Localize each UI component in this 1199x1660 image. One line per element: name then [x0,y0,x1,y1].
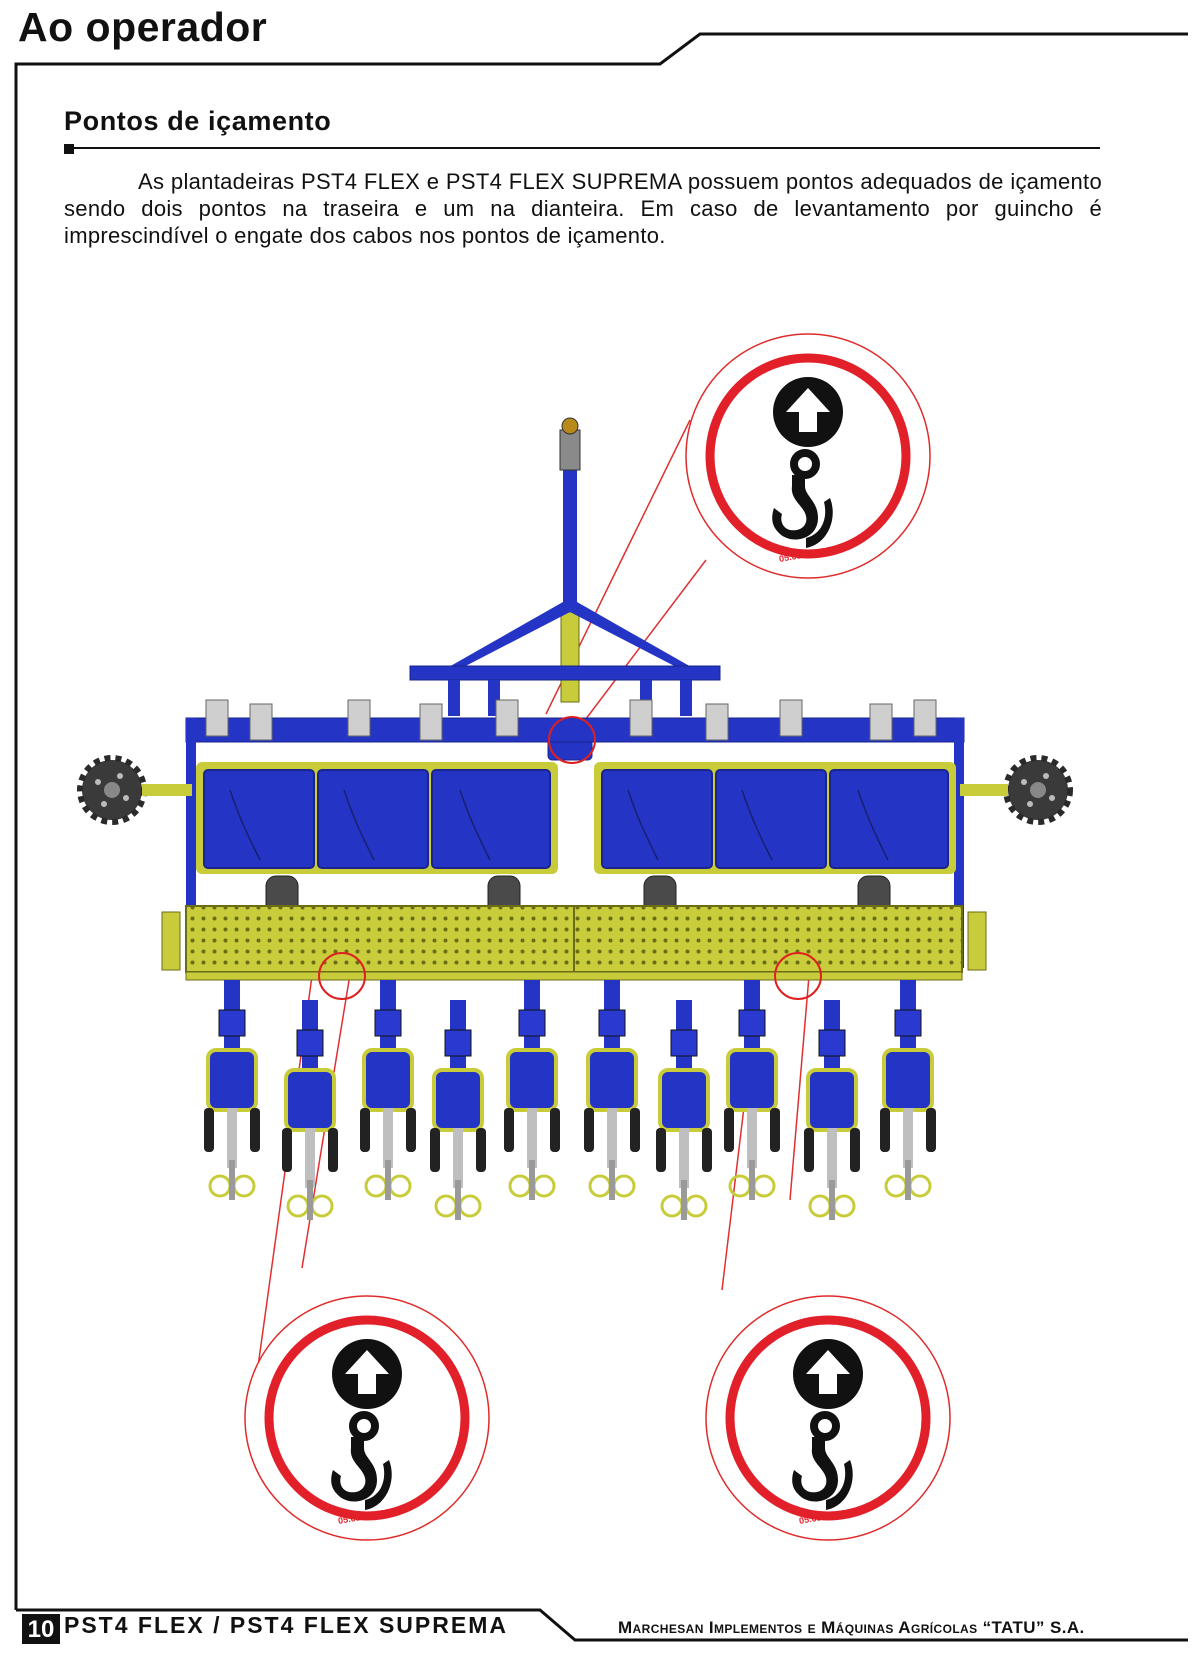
lifting-point-decal-rear-right: 05.03.03.4078 [706,1296,950,1540]
fertilizer-box [161,905,987,981]
seed-hoppers [196,762,956,874]
page-title: Ao operador [18,4,268,50]
section-paragraph: As plantadeiras PST4 FLEX e PST4 FLEX SU… [64,169,1102,248]
section-title: Pontos de içamento [64,106,332,136]
lifting-point-decal-rear-left: 05.03.03.4078 [245,1296,489,1540]
marker-disc-right [1006,758,1070,822]
marker-disc-left [80,758,144,822]
drawbar [409,417,721,761]
lifting-point-decal-front: 05.03.03.4078 [686,334,930,578]
footer-company: Marchesan Implementos e Máquinas Agrícol… [618,1618,1085,1637]
footer-model: PST4 FLEX / PST4 FLEX SUPREMA [64,1612,508,1638]
row-units [202,978,938,1222]
page-number: 10 [22,1614,60,1644]
main-frame [185,699,965,968]
lifting-point-markers [318,716,822,1000]
